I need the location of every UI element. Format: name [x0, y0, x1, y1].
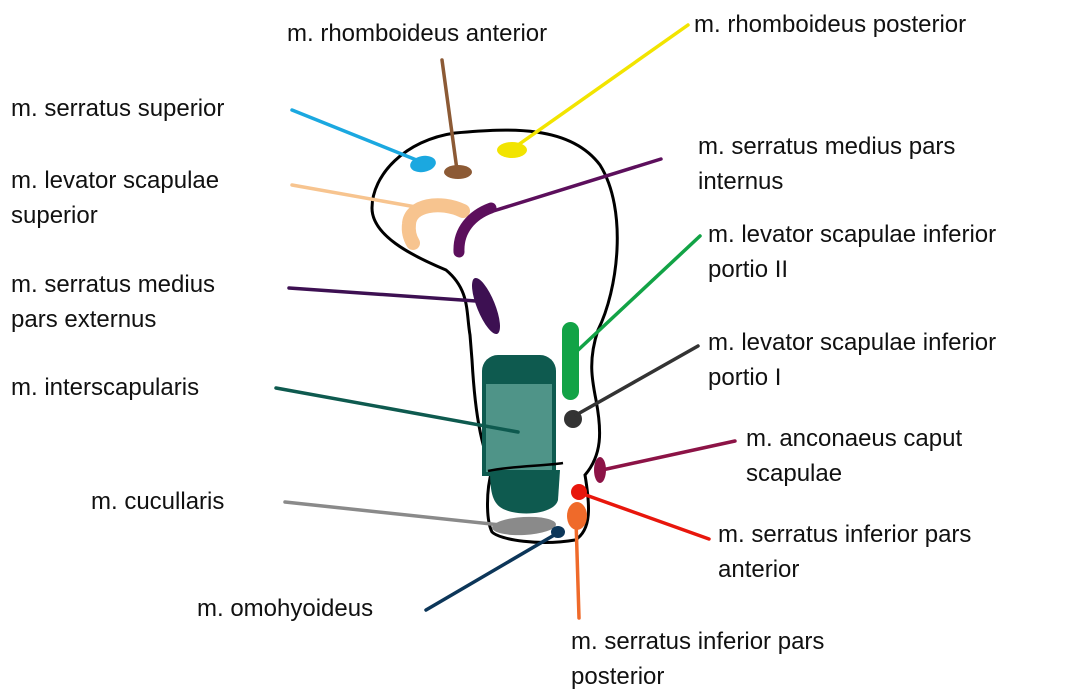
- serratus-superior-leader: [292, 110, 419, 161]
- label-line: pars externus: [11, 302, 215, 337]
- label-line: m. serratus medius: [11, 267, 215, 302]
- label-line: internus: [698, 164, 955, 199]
- label-serratus-superior: m. serratus superior: [11, 91, 224, 126]
- label-line: anterior: [718, 552, 971, 587]
- serratus-inferior-pars-anterior-leader: [583, 494, 709, 539]
- rhomboideus-posterior-mark: [497, 142, 527, 158]
- label-anconaeus-caput-scapulae: m. anconaeus caput scapulae: [746, 421, 962, 491]
- label-serratus-medius-pars-externus: m. serratus medius pars externus: [11, 267, 215, 337]
- label-serratus-inferior-pars-anterior: m. serratus inferior pars anterior: [718, 517, 971, 587]
- serratus-inferior-pars-anterior-mark: [571, 484, 587, 500]
- interscapularis-muscle: [482, 355, 563, 514]
- label-line: m. serratus medius pars: [698, 129, 955, 164]
- label-serratus-inferior-pars-posterior: m. serratus inferior pars posterior: [571, 624, 824, 694]
- label-serratus-medius-pars-internus: m. serratus medius pars internus: [698, 129, 955, 199]
- label-line: m. serratus inferior pars: [718, 517, 971, 552]
- label-rhomboideus-posterior: m. rhomboideus posterior: [694, 7, 966, 42]
- label-cucullaris: m. cucullaris: [91, 484, 224, 519]
- label-line: scapulae: [746, 456, 962, 491]
- label-interscapularis: m. interscapularis: [11, 370, 199, 405]
- label-line: m. levator scapulae inferior: [708, 325, 996, 360]
- label-line: superior: [11, 198, 219, 233]
- label-line: m. serratus inferior pars: [571, 624, 824, 659]
- label-line: m. anconaeus caput: [746, 421, 962, 456]
- omohyoideus-leader: [426, 534, 556, 610]
- label-line: m. levator scapulae inferior: [708, 217, 996, 252]
- label-line: m. levator scapulae: [11, 163, 219, 198]
- serratus-medius-pars-externus-leader: [289, 288, 476, 301]
- label-levator-scapulae-inferior-portio-i: m. levator scapulae inferior portio I: [708, 325, 996, 395]
- cucullaris-leader: [285, 502, 510, 526]
- label-line: posterior: [571, 659, 824, 694]
- levator-scapulae-inferior-portio-i-leader: [576, 346, 698, 415]
- label-line: portio II: [708, 252, 996, 287]
- label-levator-scapulae-inferior-portio-ii: m. levator scapulae inferior portio II: [708, 217, 996, 287]
- label-omohyoideus: m. omohyoideus: [197, 591, 373, 626]
- label-rhomboideus-anterior: m. rhomboideus anterior: [287, 16, 547, 51]
- levator-scapulae-inferior-portio-ii-mark: [562, 322, 579, 400]
- anconaeus-caput-scapulae-leader: [602, 441, 735, 470]
- label-levator-scapulae-superior: m. levator scapulae superior: [11, 163, 219, 233]
- label-line: portio I: [708, 360, 996, 395]
- interscapularis-bottom-cap: [490, 470, 560, 514]
